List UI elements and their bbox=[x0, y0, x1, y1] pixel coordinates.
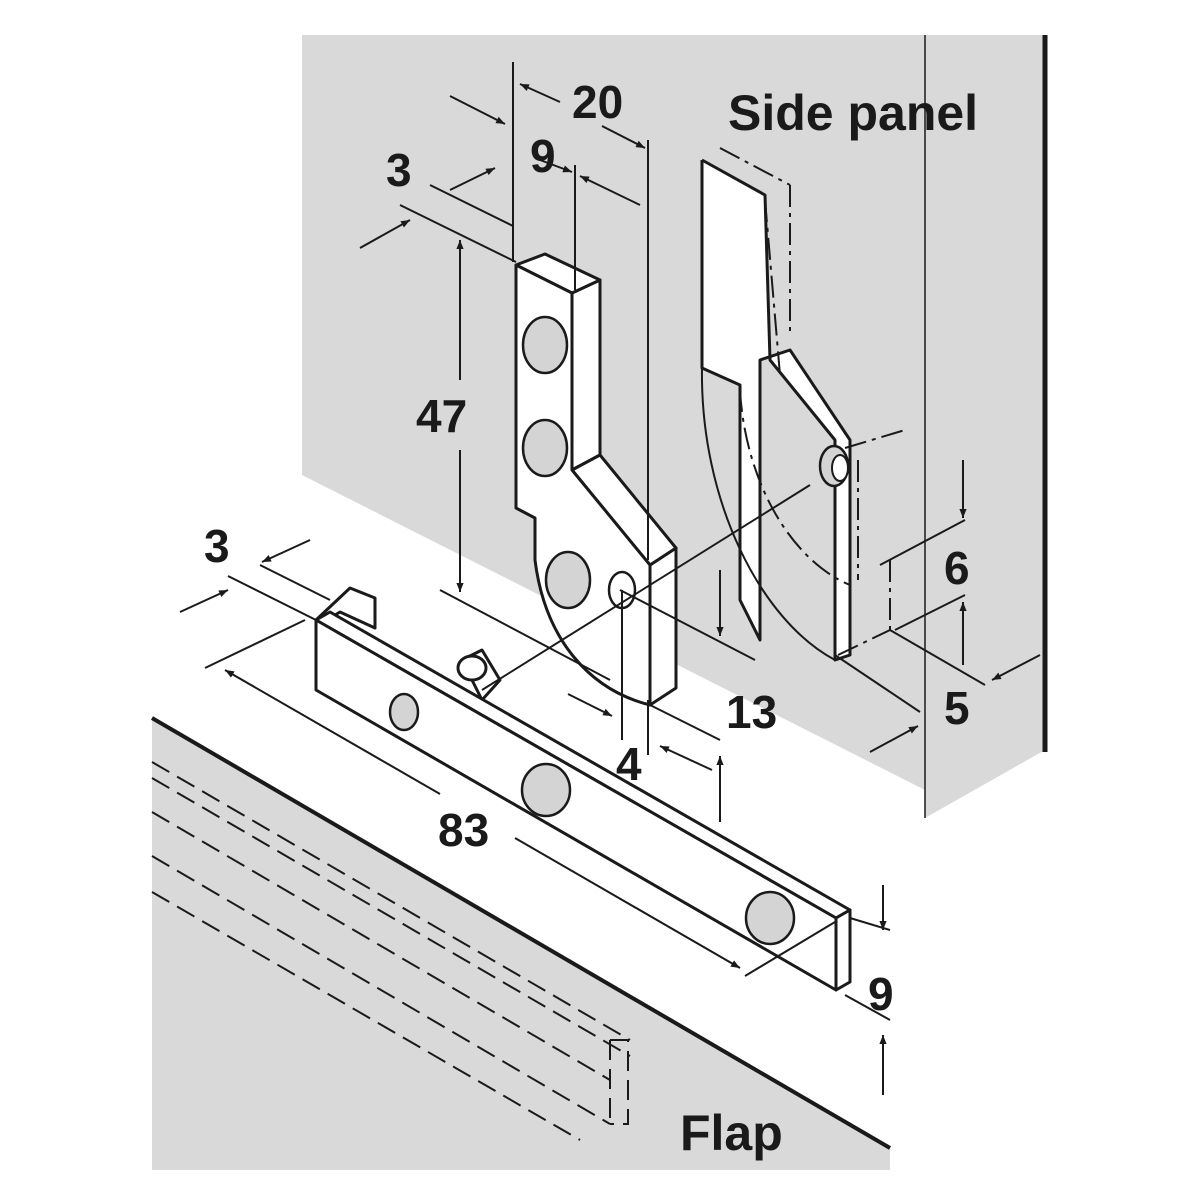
extension-line bbox=[844, 994, 891, 1021]
dimension-arrow-9-top bbox=[579, 175, 641, 206]
extension-line bbox=[439, 589, 611, 681]
upper-bracket-hole bbox=[521, 315, 569, 375]
flap-recess-end bbox=[610, 1039, 629, 1125]
dimension-label-4: 4 bbox=[616, 738, 642, 790]
slot-curve-outer bbox=[700, 367, 836, 661]
flap-face bbox=[152, 718, 890, 1170]
dimension-arrow-4 bbox=[567, 693, 613, 717]
slot-outline bbox=[700, 158, 852, 662]
slot-center-line bbox=[844, 429, 906, 449]
dimension-arrow-20 bbox=[601, 125, 646, 149]
side-panel-slot bbox=[700, 147, 906, 662]
dimension-label-9-bottom: 9 bbox=[868, 968, 894, 1020]
dimension-arrow-83 bbox=[514, 837, 741, 969]
dimension-arrow-3-bottom bbox=[261, 539, 311, 563]
lower-bar-hole bbox=[744, 890, 796, 946]
dimension-label-47: 47 bbox=[416, 390, 467, 442]
dimension-arrow-3-top bbox=[449, 167, 496, 191]
dimension-label-5: 5 bbox=[944, 682, 970, 734]
dimension-arrow-5 bbox=[869, 725, 919, 753]
dimension-arrow-5 bbox=[991, 654, 1041, 681]
extension-line bbox=[227, 575, 317, 621]
extension-line bbox=[834, 654, 921, 713]
extension-line bbox=[879, 519, 966, 566]
slot-curve-inner bbox=[739, 389, 851, 586]
extension-line bbox=[744, 921, 836, 977]
slot-pin-hole-inner bbox=[831, 454, 849, 482]
extension-line bbox=[894, 594, 966, 631]
dimension-arrow-3-top bbox=[449, 95, 506, 125]
dimension-arrow-3-top bbox=[359, 219, 411, 249]
dimension-label-13: 13 bbox=[726, 686, 777, 738]
extension-line bbox=[649, 704, 721, 741]
dimension-arrow-9-top bbox=[539, 159, 573, 173]
side-panel bbox=[302, 35, 1048, 818]
slot-center-line bbox=[719, 147, 791, 186]
slot-curve-hidden bbox=[764, 199, 781, 376]
dimension-arrow-3-bottom bbox=[179, 589, 229, 613]
dimension-label-9-top: 9 bbox=[530, 130, 556, 182]
dimension-label-3-bottom: 3 bbox=[204, 520, 230, 572]
dimension-labels: 20 9 3 47 3 83 13 4 6 5 9 bbox=[204, 76, 970, 1020]
dimension-arrow-20 bbox=[519, 83, 561, 103]
extension-line bbox=[204, 619, 306, 669]
lower-bar-hole bbox=[388, 692, 420, 732]
side-panel-face bbox=[302, 35, 925, 790]
dimension-arrow-83 bbox=[224, 669, 441, 795]
upper-bracket-hole bbox=[521, 418, 569, 478]
dimension-arrow-4 bbox=[659, 745, 713, 771]
dimension-label-83: 83 bbox=[438, 804, 489, 856]
pivot-axis-line bbox=[481, 484, 811, 691]
extension-line bbox=[259, 564, 331, 601]
dimension-label-6: 6 bbox=[944, 542, 970, 594]
flap-recess-line bbox=[151, 891, 581, 1141]
flap-recess-line bbox=[151, 855, 611, 1125]
side-panel-edge bbox=[925, 35, 1045, 818]
dimension-label-20: 20 bbox=[572, 76, 623, 128]
flap-top-edge bbox=[150, 716, 892, 1150]
flap-recess-line bbox=[151, 761, 631, 1041]
extension-line bbox=[399, 204, 517, 263]
flap bbox=[150, 716, 892, 1170]
slot-center-line bbox=[837, 629, 891, 656]
upper-bracket-hole bbox=[544, 550, 592, 610]
extension-line bbox=[619, 589, 756, 661]
side-panel-label: Side panel bbox=[728, 85, 978, 141]
flap-recess-line bbox=[151, 811, 611, 1081]
flap-label: Flap bbox=[680, 1105, 783, 1161]
dimension-label-3-top: 3 bbox=[386, 144, 412, 196]
lower-bar-hole bbox=[520, 762, 572, 818]
upper-bracket-side bbox=[570, 278, 602, 472]
pivot-pin-end bbox=[456, 654, 488, 682]
lower-bar-end bbox=[834, 908, 852, 992]
flap-recess-line bbox=[151, 777, 631, 1057]
extension-line bbox=[429, 184, 514, 227]
dimension-lines bbox=[179, 62, 1041, 1095]
extension-line bbox=[889, 629, 986, 686]
lower-bar bbox=[314, 586, 852, 992]
